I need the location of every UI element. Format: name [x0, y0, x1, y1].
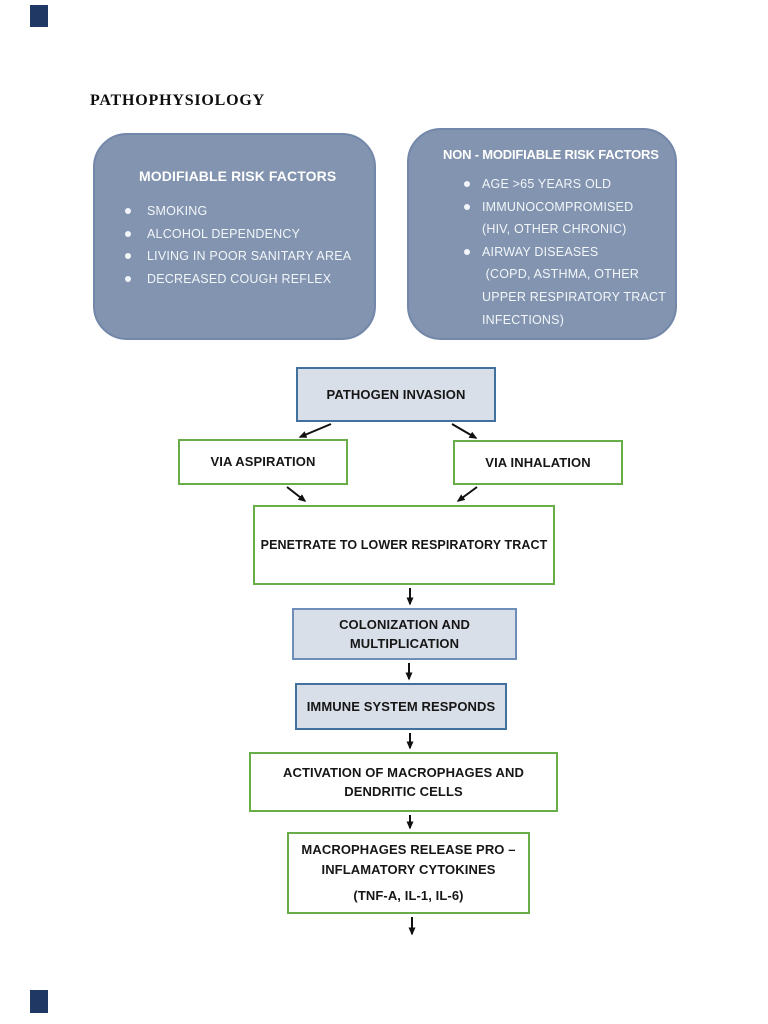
list-item-label: SMOKING	[147, 204, 208, 218]
node-label: IMMUNE SYSTEM RESPONDS	[306, 698, 496, 714]
bullet-icon	[125, 208, 131, 214]
flow-node-colonization-multiplication: COLONIZATION AND MULTIPLICATION	[292, 608, 517, 660]
node-label: MACROPHAGES RELEASE PRO – INFLAMATORY CY…	[301, 842, 516, 877]
node-label: COLONIZATION AND MULTIPLICATION	[339, 616, 470, 652]
flow-node-immune-system-responds: IMMUNE SYSTEM RESPONDS	[295, 683, 507, 730]
arrow-aspiration-to-penetrate	[286, 486, 307, 502]
node-label: ACTIVATION OF MACROPHAGES AND DENDRITIC …	[283, 764, 524, 800]
list-item-label: AIRWAY DISEASES (COPD, ASTHMA, OTHER UPP…	[482, 244, 667, 327]
arrow-pathogen-to-aspiration	[298, 423, 332, 438]
list-item-label: AGE >65 YEARS OLD	[482, 177, 612, 191]
node-label: VIA ASPIRATION	[210, 454, 316, 470]
flow-node-via-aspiration: VIA ASPIRATION	[178, 439, 348, 485]
non-modifiable-risk-factors-panel: NON - MODIFIABLE RISK FACTORS AGE >65 YE…	[407, 128, 677, 340]
list-item: SMOKING	[124, 200, 374, 223]
list-item-label: DECREASED COUGH REFLEX	[147, 271, 332, 286]
non-modifiable-panel-title: NON - MODIFIABLE RISK FACTORS	[443, 147, 659, 162]
page-corner-marker-bottom	[30, 990, 48, 1013]
flow-node-penetrate-lower-respiratory-tract: PENETRATE TO LOWER RESPIRATORY TRACT	[253, 505, 555, 585]
modifiable-risk-list: SMOKING ALCOHOL DEPENDENCY LIVING IN POO…	[124, 200, 374, 290]
list-item: ALCOHOL DEPENDENCY	[124, 223, 374, 246]
arrow-pathogen-to-inhalation	[451, 423, 478, 439]
list-item-label: IMMUNOCOMPROMISED (HIV, OTHER CHRONIC)	[482, 199, 634, 237]
bullet-icon	[125, 230, 131, 237]
non-modifiable-risk-list: AGE >65 YEARS OLD IMMUNOCOMPROMISED (HIV…	[463, 173, 675, 331]
bullet-icon	[125, 275, 131, 282]
list-item-label: ALCOHOL DEPENDENCY	[147, 226, 301, 241]
page-title: PATHOPHYSIOLOGY	[90, 92, 265, 109]
node-sublabel: (TNF-A, IL-1, IL-6)	[353, 888, 464, 904]
bullet-icon	[464, 203, 470, 210]
page-corner-marker-top	[30, 5, 48, 27]
arrow-inhalation-to-penetrate	[456, 486, 478, 502]
modifiable-risk-factors-panel: MODIFIABLE RISK FACTORS SMOKING ALCOHOL …	[93, 133, 376, 340]
list-item: AIRWAY DISEASES (COPD, ASTHMA, OTHER UPP…	[463, 241, 675, 331]
bullet-icon	[125, 253, 131, 260]
node-label: PATHOGEN INVASION	[326, 386, 466, 402]
list-item: DECREASED COUGH REFLEX	[124, 268, 374, 291]
node-label: PENETRATE TO LOWER RESPIRATORY TRACT	[260, 537, 548, 552]
list-item: AGE >65 YEARS OLD	[463, 173, 675, 196]
node-label: VIA INHALATION	[485, 454, 591, 470]
bullet-icon	[464, 181, 470, 187]
modifiable-panel-title: MODIFIABLE RISK FACTORS	[139, 168, 337, 184]
flow-node-via-inhalation: VIA INHALATION	[453, 440, 623, 485]
flow-node-activation-macrophages: ACTIVATION OF MACROPHAGES AND DENDRITIC …	[249, 752, 558, 812]
bullet-icon	[464, 248, 470, 255]
list-item: LIVING IN POOR SANITARY AREA	[124, 245, 374, 268]
flow-node-macrophages-release-cytokines: MACROPHAGES RELEASE PRO – INFLAMATORY CY…	[287, 832, 530, 914]
list-item-label: LIVING IN POOR SANITARY AREA	[147, 249, 352, 264]
flow-node-pathogen-invasion: PATHOGEN INVASION	[296, 367, 496, 422]
list-item: IMMUNOCOMPROMISED (HIV, OTHER CHRONIC)	[463, 196, 675, 241]
